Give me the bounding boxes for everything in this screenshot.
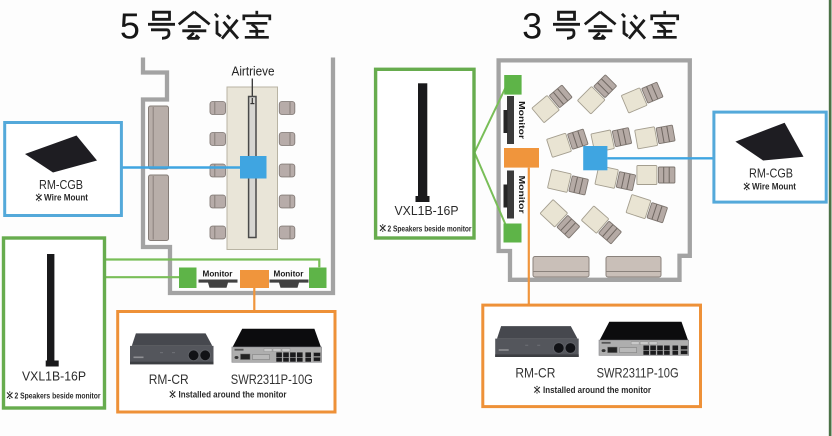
svg-text:Monitor: Monitor [517, 176, 526, 214]
svg-text:RM-CR: RM-CR [149, 371, 189, 387]
svg-text:Monitor: Monitor [517, 101, 526, 139]
svg-text:Installed around the monitor: Installed around the monitor [543, 385, 651, 396]
svg-text:Airtrieve: Airtrieve [232, 64, 275, 79]
svg-text:Wire Mount: Wire Mount [44, 193, 88, 203]
svg-text:2 Speakers beside monitor: 2 Speakers beside monitor [388, 224, 472, 233]
svg-text:RM-CGB: RM-CGB [749, 167, 793, 181]
svg-text:Wire Mount: Wire Mount [752, 182, 796, 192]
svg-text:5: 5 [120, 6, 140, 47]
svg-text:3: 3 [522, 6, 542, 47]
svg-text:Installed around the monitor: Installed around the monitor [179, 390, 287, 401]
svg-text:VXL1B-16P: VXL1B-16P [22, 369, 86, 384]
svg-text:Monitor: Monitor [203, 269, 234, 279]
svg-text:2 Speakers beside monitor: 2 Speakers beside monitor [15, 392, 101, 401]
svg-text:RM-CR: RM-CR [515, 365, 555, 381]
svg-text:SWR2311P-10G: SWR2311P-10G [231, 371, 313, 387]
svg-text:VXL1B-16P: VXL1B-16P [395, 203, 459, 218]
svg-text:SWR2311P-10G: SWR2311P-10G [597, 365, 679, 381]
svg-text:RM-CGB: RM-CGB [39, 178, 83, 192]
svg-text:Monitor: Monitor [274, 269, 305, 279]
